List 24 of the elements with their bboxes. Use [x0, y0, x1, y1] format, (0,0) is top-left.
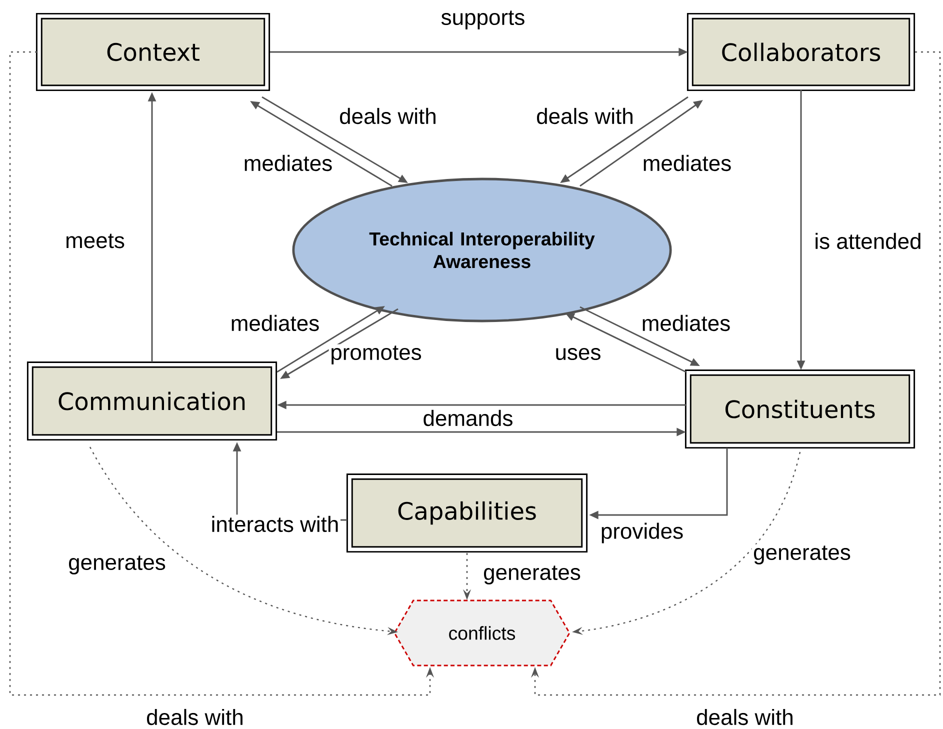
- edge-label: deals with: [694, 708, 796, 726]
- concept-box: Constituents: [684, 369, 916, 449]
- edge-label: promotes: [328, 344, 424, 366]
- edge-label: interacts with: [209, 514, 341, 534]
- arrow: [530, 51, 941, 696]
- edge-label: mediates: [242, 154, 334, 172]
- edge-label: supports: [439, 9, 527, 31]
- concept-box: Communication: [26, 361, 278, 441]
- edge-label: is attended: [812, 232, 924, 250]
- edge-label: generates: [66, 554, 168, 576]
- edge-label: provides: [599, 521, 685, 545]
- concept-box: Context: [36, 12, 270, 92]
- edge-label: mediates: [641, 154, 733, 172]
- edge-label: demands: [421, 408, 515, 428]
- edge-label: generates: [482, 564, 582, 586]
- edge-label: deals with: [534, 106, 636, 126]
- hexagon-node: conflicts: [394, 600, 570, 666]
- concept-box: Collaborators: [686, 12, 916, 92]
- edge-label: generates: [752, 544, 852, 566]
- edge-label: deals with: [338, 106, 438, 126]
- edge-label: uses: [553, 346, 603, 362]
- edge-label: meets: [64, 232, 126, 250]
- edge-label: deals with: [144, 708, 246, 726]
- concept-box: Capabilities: [346, 473, 588, 553]
